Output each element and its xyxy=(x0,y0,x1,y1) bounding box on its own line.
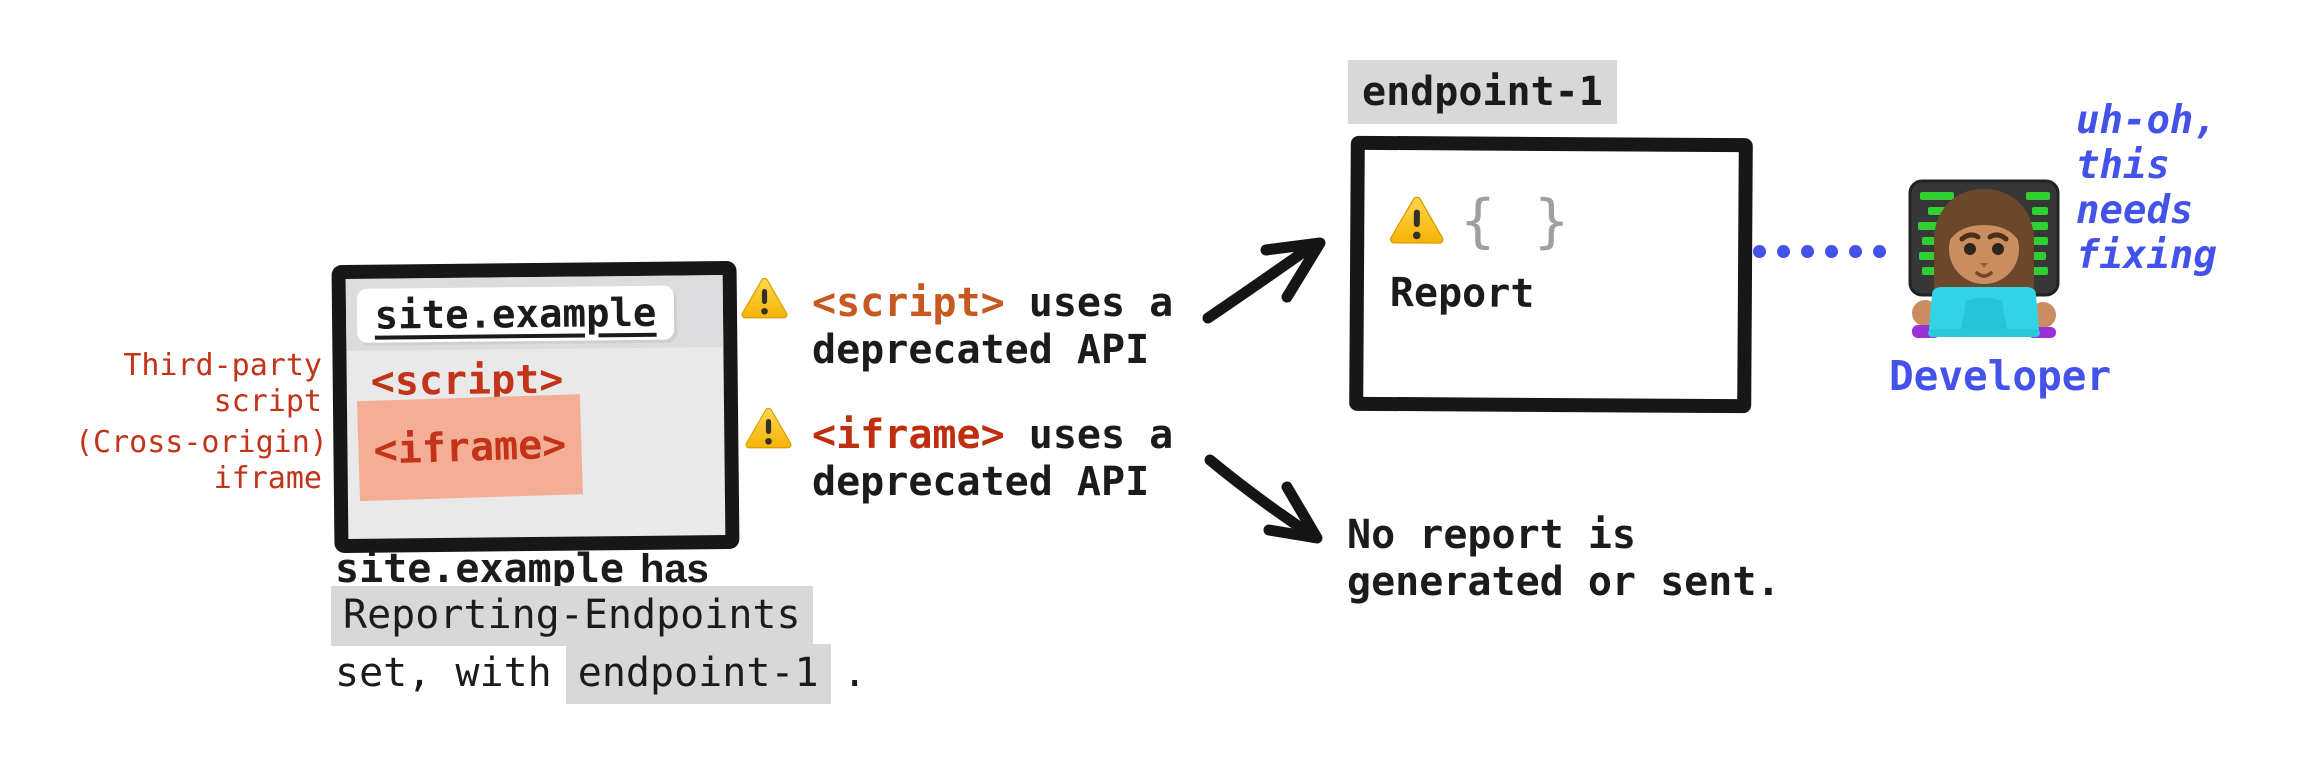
script-tag-token: <script> xyxy=(812,280,1005,326)
dot xyxy=(1801,245,1814,258)
dot xyxy=(1849,245,1862,258)
caption-period: . xyxy=(842,650,867,696)
caption-line-3: set, with endpoint-1. xyxy=(335,644,867,704)
warning-rest: uses a xyxy=(1004,280,1174,326)
developer-thought-text: uh-oh, this needs fixing xyxy=(2076,98,2217,278)
woman-technologist-emoji xyxy=(1908,179,2060,338)
thought-line: this xyxy=(2076,143,2170,188)
arrow-to-endpoint xyxy=(1202,237,1326,324)
thought-line: needs xyxy=(2076,188,2194,233)
dotted-connector xyxy=(1753,245,1886,258)
site-url: site.example xyxy=(374,290,657,339)
warning-rest: uses a xyxy=(1004,412,1174,458)
dot xyxy=(1873,245,1886,258)
caption-set-with: set, with xyxy=(335,650,552,696)
label-line: script xyxy=(213,384,322,419)
reporting-endpoints-header: Reporting-Endpoints xyxy=(331,586,813,646)
label-line: Third-party xyxy=(123,348,322,383)
warning-icon xyxy=(1389,196,1444,244)
no-report-line-2: generated or sent. xyxy=(1347,559,1781,605)
caption-endpoint-1: endpoint-1 xyxy=(565,644,831,704)
dot xyxy=(1777,245,1790,258)
arrow-to-no-report xyxy=(1204,454,1323,544)
endpoint-box: { } Report xyxy=(1349,135,1753,414)
no-report-line-1: No report is xyxy=(1347,512,1636,558)
warning-line-2: deprecated API xyxy=(812,327,1150,373)
browser-window: site.example <script> <iframe> xyxy=(331,260,740,554)
warning-icon xyxy=(741,277,788,319)
dot xyxy=(1825,245,1838,258)
warning-icon xyxy=(745,407,792,449)
url-bar: site.example xyxy=(356,285,675,343)
thought-line: uh-oh, xyxy=(2076,98,2217,143)
caption-line-1: site.example has xyxy=(335,546,709,592)
warning-line-1: <iframe> uses a xyxy=(812,412,1173,459)
third-party-script-label: Third-party script xyxy=(100,348,322,420)
developer-label: Developer xyxy=(1889,352,2112,400)
script-warning-text: <script> uses a deprecated API xyxy=(812,280,1173,374)
caption-line-2: Reporting-Endpoints xyxy=(331,586,813,646)
caption-site: site.example xyxy=(335,546,624,592)
iframe-tag-in-page: <iframe> xyxy=(372,421,567,474)
iframe-warning-text: <iframe> uses a deprecated API xyxy=(812,412,1173,506)
label-line: (Cross-origin) xyxy=(75,425,328,460)
endpoint-1-label: endpoint-1 xyxy=(1348,60,1617,124)
warning-line-1: <script> uses a xyxy=(812,280,1173,327)
label-line: iframe xyxy=(213,461,322,496)
warning-line-2: deprecated API xyxy=(812,459,1150,505)
report-label: Report xyxy=(1389,270,1535,317)
no-report-text: No report is generated or sent. xyxy=(1347,512,1780,606)
dot xyxy=(1753,245,1766,258)
cross-origin-iframe-label: (Cross-origin) iframe xyxy=(75,425,328,497)
thought-line: fixing xyxy=(2076,233,2217,278)
caption-has: has xyxy=(639,547,709,591)
iframe-highlight: <iframe> xyxy=(356,394,583,502)
json-braces-icon: { } xyxy=(1460,186,1572,256)
iframe-tag-token: <iframe> xyxy=(812,412,1005,458)
